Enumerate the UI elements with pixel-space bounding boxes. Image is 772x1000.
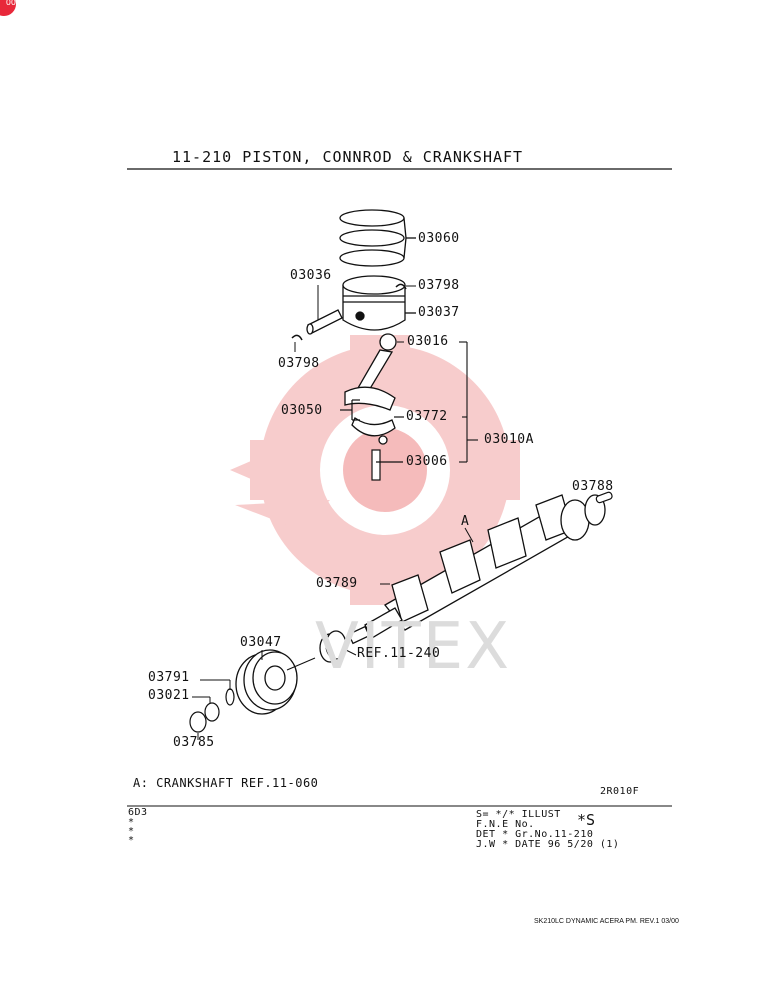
label-03789: 03789 <box>316 576 358 591</box>
page-title: 11-210 PISTON, CONNROD & CRANKSHAFT <box>172 148 524 166</box>
title-block-mark-2: * <box>128 826 135 837</box>
front-hardware <box>189 696 220 740</box>
bearings <box>340 399 404 421</box>
label-ref-11-240: REF.11-240 <box>357 646 441 661</box>
title-block-jw-line: J.W * DATE 96 5/20 (1) <box>476 839 620 850</box>
footer-text: SK210LC DYNAMIC ACERA PM. REV.1 03/00 <box>534 918 679 925</box>
footnote: A: CRANKSHAFT REF.11-060 <box>133 776 319 790</box>
label-03772: 03772 <box>406 409 448 424</box>
title-block-mark-3: * <box>128 835 135 846</box>
crankshaft <box>347 494 606 645</box>
title-block-illust-no: *S <box>577 811 596 829</box>
connecting-rod <box>344 333 404 445</box>
piston-pin <box>306 285 343 335</box>
label-03791: 03791 <box>148 670 190 685</box>
title-block-mark-1: * <box>128 817 135 828</box>
title-block-left-code: 6D3 <box>128 807 148 818</box>
circlips <box>291 283 416 352</box>
label-03798-upper: 03798 <box>418 278 460 293</box>
label-03016: 03016 <box>407 334 449 349</box>
label-03047: 03047 <box>240 635 282 650</box>
title-block-s-line: S= */* ILLUST <box>476 809 561 820</box>
corner-badge: 00 <box>0 0 16 16</box>
label-03798-lower: 03798 <box>278 356 320 371</box>
title-block-fne-line: F.N.E No. <box>476 819 535 830</box>
piston-rings <box>339 209 416 267</box>
timing-gear <box>319 630 357 663</box>
drawing-code: 2R010F <box>600 786 640 797</box>
label-A: A <box>461 514 470 529</box>
label-03010A: 03010A <box>484 432 534 447</box>
o-ring <box>200 679 235 706</box>
pin-03788 <box>595 491 613 504</box>
watermark-text: VITEX <box>315 610 512 684</box>
conrod-bolt <box>371 449 403 481</box>
label-03021: 03021 <box>148 688 190 703</box>
assembly-bracket <box>459 341 478 463</box>
crank-pulley <box>235 649 316 715</box>
label-03006: 03006 <box>406 454 448 469</box>
label-03788: 03788 <box>572 479 614 494</box>
label-03785: 03785 <box>173 735 215 750</box>
piston <box>342 275 416 331</box>
title-block-det-line: DET * Gr.No.11-210 <box>476 829 594 840</box>
label-03036: 03036 <box>290 268 332 283</box>
label-03060: 03060 <box>418 231 460 246</box>
label-03050: 03050 <box>281 403 323 418</box>
label-03037: 03037 <box>418 305 460 320</box>
